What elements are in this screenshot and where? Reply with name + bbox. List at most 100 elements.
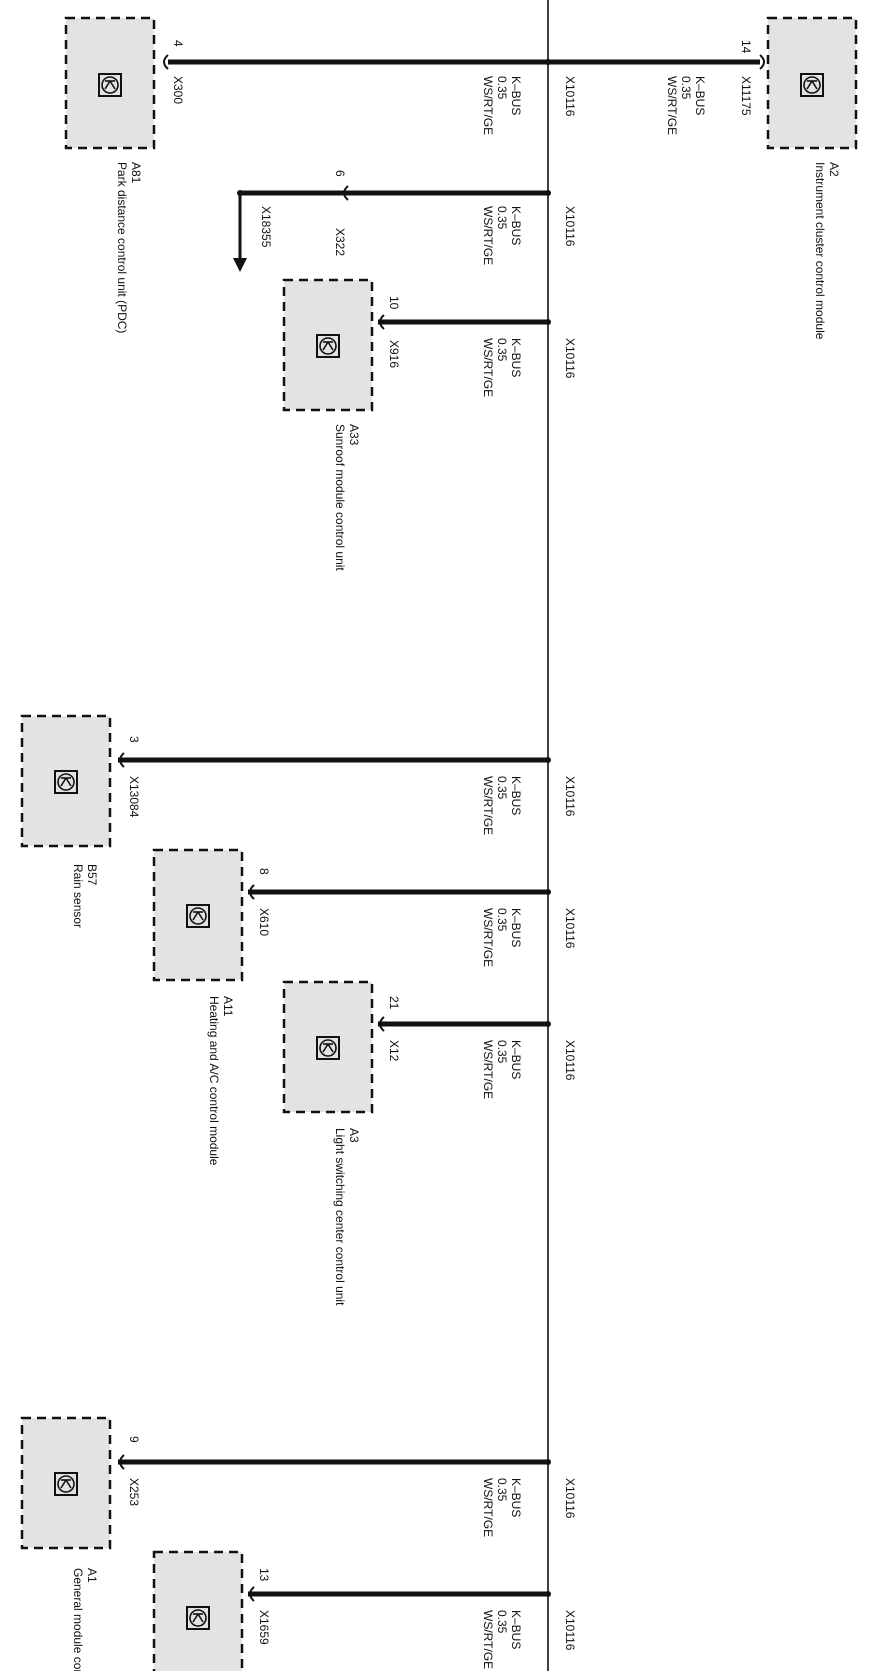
wire-signal: K–BUS [509,206,523,245]
module-name: Heating and A/C control module [207,996,221,1166]
svg-text:WS/RT/GE: WS/RT/GE [481,776,495,835]
svg-text:X322: X322 [333,228,347,256]
node-a81: 4 X300 K–BUS 0.35 WS/RT/GE A81 Park dist… [64,16,551,333]
pin-number: 10 [387,296,401,310]
svg-text:K–BUS: K–BUS [509,338,523,377]
connector-symbol [249,884,255,900]
splice-label: X10116 [563,338,577,379]
connector-symbol [119,752,125,768]
node-a2: 14 X11175 K–BUS 0.35 WS/RT/GE X10116 A2 … [545,16,858,340]
node-a3: 21 X12 K–BUS 0.35 WS/RT/GE X10116 A3 Lig… [282,980,577,1306]
svg-text:21: 21 [387,996,401,1010]
connector-label: X253 [127,1478,141,1506]
svg-text:A11: A11 [221,996,235,1017]
svg-text:X12: X12 [387,1040,401,1062]
svg-text:K–BUS: K–BUS [509,1610,523,1649]
wire-color: WS/RT/GE [481,1610,495,1669]
svg-text:X253: X253 [127,1478,141,1506]
svg-text:X10116: X10116 [563,338,577,379]
wire-signal: K–BUS [509,338,523,377]
svg-text:WS/RT/GE: WS/RT/GE [665,76,679,135]
wire-color: WS/RT/GE [481,76,495,135]
svg-text:K–BUS: K–BUS [509,76,523,115]
pin-number: 3 [127,736,141,743]
wire-signal: K–BUS [509,1040,523,1079]
svg-text:X10116: X10116 [563,206,577,247]
module-id: A81 [129,162,143,184]
pin-number: 13 [257,1568,271,1582]
module-id: A3 [347,1128,361,1143]
svg-text:K–BUS: K–BUS [509,908,523,947]
svg-text:0.35: 0.35 [495,1478,509,1502]
svg-text:WS/RT/GE: WS/RT/GE [481,908,495,967]
module-name: Rain sensor [71,864,85,928]
svg-text:X18355: X18355 [259,206,273,248]
svg-text:X10116: X10116 [563,1478,577,1519]
module-box [20,714,112,848]
connector-symbol [759,54,765,70]
connector-label: X12 [387,1040,401,1062]
svg-text:Instrument cluster control mod: Instrument cluster control module [813,162,827,340]
svg-text:Heating and A/C control module: Heating and A/C control module [207,996,221,1166]
connector-label: X1659 [257,1610,271,1645]
wire-signal: K–BUS [509,1478,523,1517]
splice-label: X10116 [563,1478,577,1519]
svg-text:X10116: X10116 [563,1610,577,1651]
node-a1: 9 X253 K–BUS 0.35 WS/RT/GE X10116 A1 Gen… [20,1416,577,1671]
module-id: B57 [85,864,99,886]
splice-label: X10116 [563,1610,577,1651]
wire-signal: K–BUS [509,908,523,947]
wire-gauge: 0.35 [495,338,509,362]
pin-number: 21 [387,996,401,1010]
svg-text:Sunroof module control unit: Sunroof module control unit [333,424,347,571]
svg-text:Light switching center control: Light switching center control unit [333,1128,347,1306]
module-name: Sunroof module control unit [333,424,347,571]
splice-dot [545,889,551,895]
splice-label: X10116 [563,76,577,117]
wire-color: WS/RT/GE [481,776,495,835]
svg-text:K–BUS: K–BUS [509,776,523,815]
arrow-head [233,258,247,272]
wire-color: WS/RT/GE [481,338,495,397]
connector-symbol [343,185,349,201]
pin-number: 8 [257,868,271,875]
svg-text:4: 4 [171,40,185,47]
module-box [152,1550,244,1671]
module-box [152,848,244,982]
module-id: A2 [827,162,841,177]
node-a11: 8 X610 K–BUS 0.35 WS/RT/GE X10116 A11 He… [152,848,577,1166]
svg-text:X1659: X1659 [257,1610,271,1645]
module-box [766,16,858,150]
wire-signal: K–BUS [693,76,707,115]
wire-gauge: 0.35 [495,776,509,800]
svg-text:WS/RT/GE: WS/RT/GE [481,338,495,397]
connector-label: X13084 [127,776,141,818]
svg-text:Rain sensor: Rain sensor [71,864,85,928]
svg-text:0.35: 0.35 [495,1040,509,1064]
svg-text:K–BUS: K–BUS [693,76,707,115]
connector-label: X610 [257,908,271,936]
splice-label: X10116 [563,908,577,949]
svg-text:0.35: 0.35 [495,1610,509,1634]
svg-text:10: 10 [387,296,401,310]
svg-text:6: 6 [333,170,347,177]
connector-symbol [379,314,385,330]
svg-text:K–BUS: K–BUS [509,206,523,245]
svg-text:0.35: 0.35 [495,338,509,362]
wire-signal: K–BUS [509,76,523,115]
node-x1659: 13 X1659 K–BUS 0.35 WS/RT/GE X10116 [152,1550,577,1671]
pin-number: 6 [333,170,347,177]
svg-text:A2: A2 [827,162,841,177]
splice-dot [545,1459,551,1465]
wire-gauge: 0.35 [495,206,509,230]
svg-text:8: 8 [257,868,271,875]
svg-text:WS/RT/GE: WS/RT/GE [481,206,495,265]
svg-text:A81: A81 [129,162,143,184]
module-box [282,278,374,412]
wire-color: WS/RT/GE [481,1478,495,1537]
connector-label: X322 [333,228,347,256]
svg-text:X10116: X10116 [563,776,577,817]
svg-text:X610: X610 [257,908,271,936]
wire-color: WS/RT/GE [481,908,495,967]
splice-dot [545,1591,551,1597]
